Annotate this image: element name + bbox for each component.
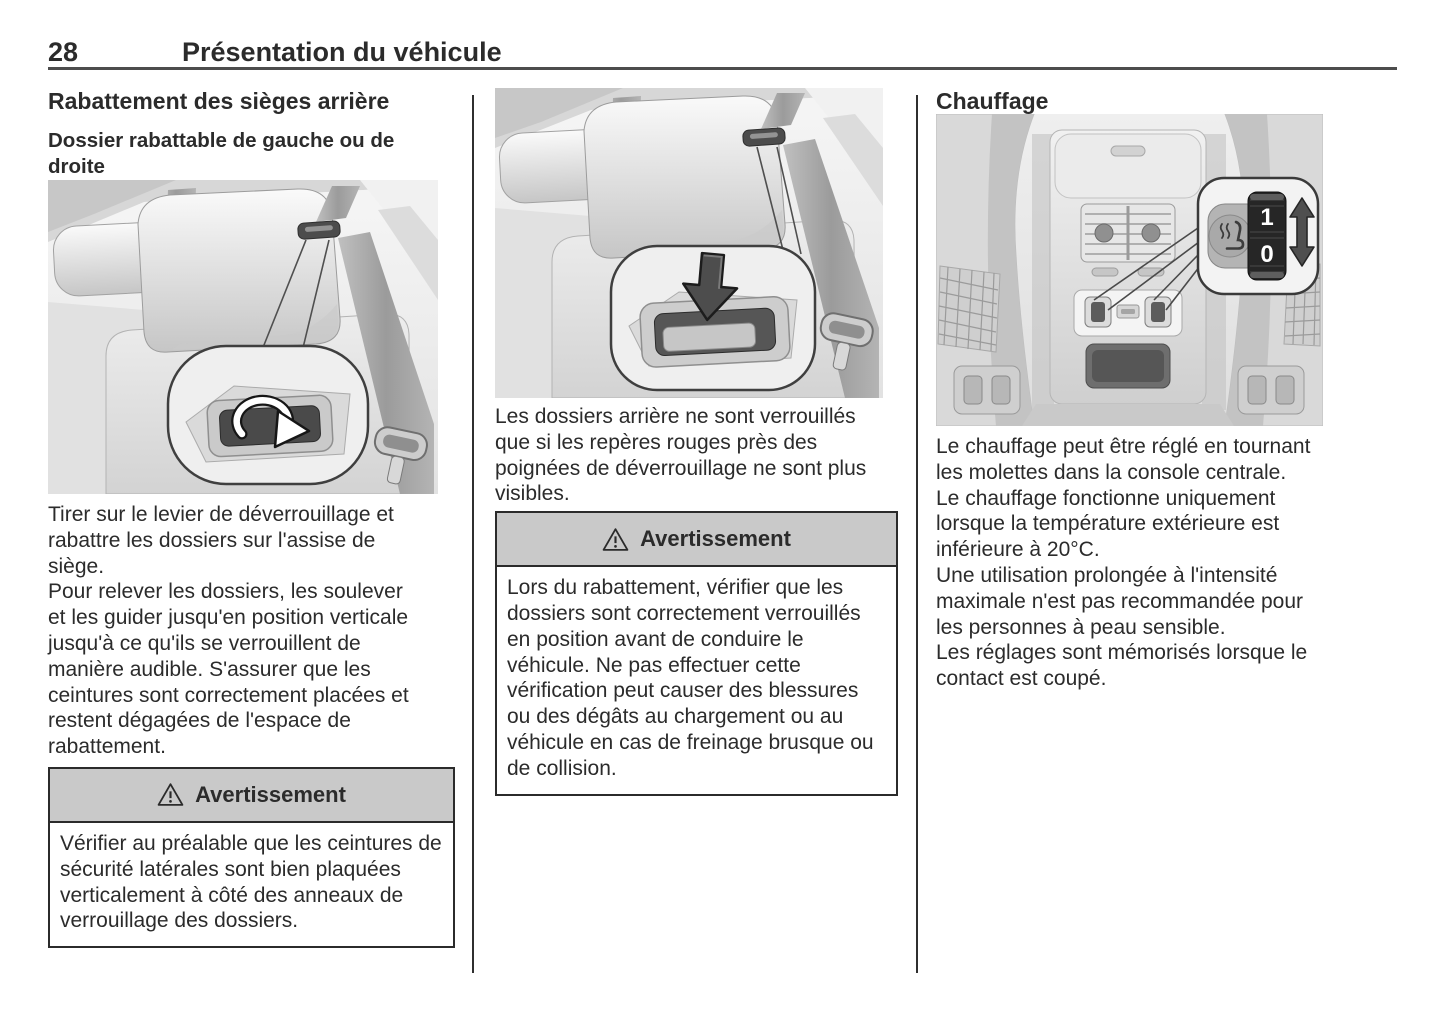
seat-heating-icon — [1219, 220, 1245, 250]
wheel-level-1-label: 1 — [1260, 204, 1273, 231]
warning-triangle-icon — [157, 783, 184, 807]
warning-body: Vérifier au préalable que les ceintures … — [60, 831, 442, 933]
seat-release-lever-graphic — [48, 180, 438, 495]
paragraph: Tirer sur le levier de déverrouillage et… — [48, 503, 394, 578]
warning-title: Avertissement — [195, 781, 346, 807]
inset-heater-thumbwheel: 1 0 — [1196, 176, 1320, 296]
seatbelt-buckle — [373, 426, 428, 485]
heater-control-panel — [1073, 289, 1183, 337]
illustration-rear-console-heating: 1 0 — [935, 113, 1343, 427]
air-vents — [1080, 203, 1176, 263]
warning-header: Avertissement — [50, 768, 453, 823]
belt-guide — [297, 220, 341, 240]
chapter-title: Présentation du véhicule — [182, 37, 502, 67]
warning-box-latch-check: Avertissement Lors du rabattement, vérif… — [495, 511, 898, 796]
column-middle: Les dossiers arrière ne sont verrouillés… — [495, 88, 898, 796]
paragraph: Pour relever les dossiers, les soulever … — [48, 580, 409, 759]
wheel-level-0-label: 0 — [1260, 241, 1273, 268]
header-rule — [48, 67, 1397, 70]
running-header: 28 Présentation du véhicule — [48, 38, 1397, 68]
section-heading-seat-folding: Rabattement des sièges arrière — [48, 88, 390, 114]
paragraph: Les réglages sont mémorisés lorsque le c… — [936, 641, 1308, 691]
seat-bracket-right — [1237, 365, 1305, 415]
paragraph: Une utilisation prolongée à l'intensité … — [936, 563, 1304, 639]
column-layout: Rabattement des sièges arrière Dossier r… — [48, 88, 1343, 973]
warning-box-seat-folding: Avertissement Vérifier au préalable que … — [48, 766, 455, 949]
page-number: 28 — [48, 37, 79, 67]
column-left: Rabattement des sièges arrière Dossier r… — [48, 88, 455, 949]
column-divider — [916, 95, 918, 973]
storage-net-left — [937, 265, 1001, 353]
belt-guide — [742, 127, 786, 147]
paragraph: Le chauffage fonctionne uniquement lorsq… — [936, 486, 1280, 562]
inset-release-lever — [166, 344, 370, 486]
illustration-seat-release-lever — [48, 180, 455, 495]
body-text-right: Le chauffage peut être réglé en tournant… — [936, 434, 1343, 692]
body-text-middle: Les dossiers arrière ne sont verrouillés… — [495, 404, 897, 507]
inset-press-latch — [609, 244, 817, 392]
column-right: Chauffage — [935, 88, 1343, 692]
warning-triangle-icon — [602, 527, 629, 551]
paragraph: Le chauffage peut être réglé en tournant… — [936, 435, 1311, 484]
warning-title: Avertissement — [640, 526, 791, 552]
column-divider — [472, 95, 474, 973]
seatbelt-buckle — [819, 312, 874, 371]
press-down-arrow-icon — [682, 251, 739, 322]
section-heading-heating: Chauffage — [936, 88, 1049, 114]
paragraph: Les dossiers arrière ne sont verrouillés… — [495, 405, 867, 506]
warning-header: Avertissement — [497, 513, 896, 568]
heater-thumbwheel: 1 0 — [1247, 191, 1287, 281]
rear-console-heating-graphic: 1 0 — [935, 113, 1324, 427]
subsection-heading-backrest: Dossier rabattable de gauche ou de droit… — [48, 129, 395, 178]
rotate-arrow-icon — [231, 394, 311, 449]
illustration-seat-latch-press — [495, 88, 897, 399]
warning-body: Lors du rabattement, vérifier que les do… — [507, 576, 874, 780]
seat-bracket-left — [953, 365, 1021, 415]
seat-latch-press-graphic — [495, 88, 883, 399]
adjust-up-down-arrow-icon — [1289, 197, 1315, 267]
body-text-left: Tirer sur le levier de déverrouillage et… — [48, 502, 455, 760]
